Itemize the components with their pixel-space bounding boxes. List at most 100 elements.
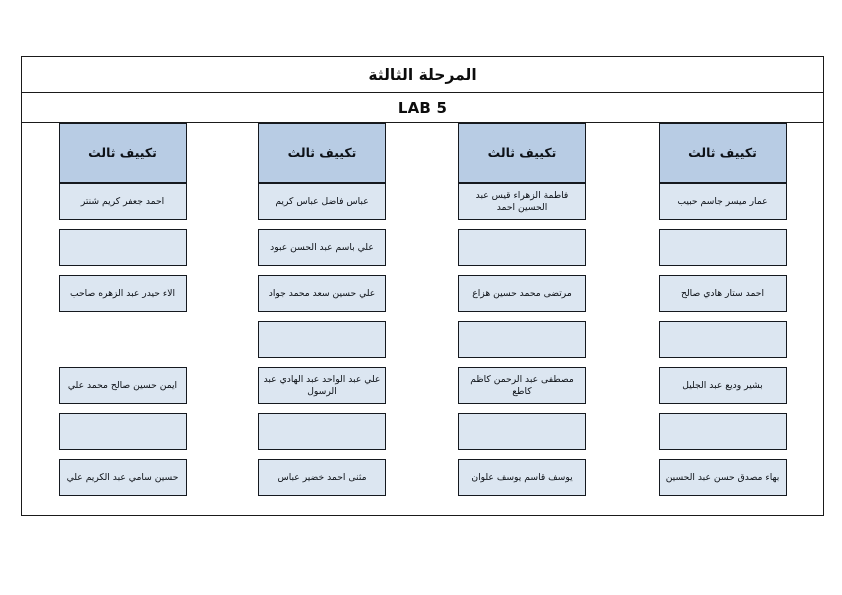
spacer <box>258 312 386 321</box>
cell-slot <box>222 413 422 450</box>
table-row <box>22 321 823 358</box>
spacer-slot <box>222 312 422 321</box>
spacer-slot <box>23 358 222 367</box>
spacer-slot <box>422 450 622 459</box>
spacer <box>659 450 787 459</box>
column-header-3: تكييف ثالث <box>258 123 386 183</box>
spacer <box>258 404 386 413</box>
spacer <box>258 358 386 367</box>
spacer-slot <box>23 266 222 275</box>
student-cell[interactable] <box>658 413 787 450</box>
cell-slot <box>622 229 823 266</box>
column-header-2: تكييف ثالث <box>458 123 586 183</box>
spacer-slot <box>622 312 823 321</box>
student-cell[interactable]: علي باسم عبد الحسن عبود <box>258 229 386 266</box>
spacer <box>458 358 586 367</box>
student-cell[interactable]: احمد ستار هادي صالح <box>658 275 787 312</box>
roster-sheet: المرحلة الثالثة LAB 5 تكييف ثالث تكييف ث… <box>21 56 824 516</box>
spacer <box>59 220 187 229</box>
student-cell[interactable]: ايمن حسين صالح محمد علي <box>58 367 187 404</box>
student-cell[interactable] <box>458 321 586 358</box>
spacer-slot <box>222 266 422 275</box>
cell-slot <box>622 413 823 450</box>
spacer-slot <box>222 450 422 459</box>
student-cell[interactable]: الاء حيدر عبد الزهره صاحب <box>58 275 187 312</box>
student-cell[interactable]: يوسف قاسم يوسف علوان <box>458 459 586 496</box>
table-row: احمد ستار هادي صالح مرتضى محمد حسين هزاع… <box>22 275 823 312</box>
cell-slot <box>422 229 622 266</box>
student-cell[interactable] <box>658 229 787 266</box>
column-slot-3: تكييف ثالث <box>222 123 422 183</box>
row-spacer <box>22 220 823 229</box>
cell-slot: احمد جعفر كريم شنتر <box>23 183 222 220</box>
cell-slot <box>23 321 222 358</box>
cell-slot: علي عبد الواحد عبد الهادي عبد الرسول <box>222 367 422 404</box>
column-slot-1: تكييف ثالث <box>622 123 823 183</box>
student-cell[interactable] <box>58 229 187 266</box>
row-spacer <box>22 450 823 459</box>
spacer <box>258 266 386 275</box>
spacer-slot <box>23 404 222 413</box>
student-cell[interactable]: فاطمة الزهراء قيس عبد الحسين احمد <box>458 183 586 220</box>
table-row: علي باسم عبد الحسن عبود <box>22 229 823 266</box>
spacer <box>458 266 586 275</box>
student-cell[interactable]: بشير وديع عبد الجليل <box>658 367 787 404</box>
cell-slot: حسين سامي عبد الكريم علي <box>23 459 222 496</box>
cell-slot: يوسف قاسم يوسف علوان <box>422 459 622 496</box>
cell-slot: مثنى احمد خضير عباس <box>222 459 422 496</box>
spacer <box>59 450 187 459</box>
student-grid: تكييف ثالث تكييف ثالث تكييف ثالث تكييف ث… <box>22 123 823 515</box>
page-title: المرحلة الثالثة <box>22 57 823 93</box>
table-row <box>22 413 823 450</box>
spacer <box>659 220 787 229</box>
cell-slot: احمد ستار هادي صالح <box>622 275 823 312</box>
spacer <box>458 450 586 459</box>
spacer-slot <box>222 220 422 229</box>
cell-slot <box>622 321 823 358</box>
student-cell[interactable] <box>658 321 787 358</box>
student-cell[interactable] <box>58 413 187 450</box>
table-row: عمار ميسر جاسم حبيب فاطمة الزهراء قيس عب… <box>22 183 823 220</box>
spacer-slot <box>23 220 222 229</box>
cell-slot: بشير وديع عبد الجليل <box>622 367 823 404</box>
row-spacer <box>22 404 823 413</box>
cell-slot: مرتضى محمد حسين هزاع <box>422 275 622 312</box>
spacer-slot <box>622 450 823 459</box>
student-cell[interactable]: علي عبد الواحد عبد الهادي عبد الرسول <box>258 367 386 404</box>
student-cell[interactable]: مرتضى محمد حسين هزاع <box>458 275 586 312</box>
spacer-slot <box>422 220 622 229</box>
student-cell[interactable]: مثنى احمد خضير عباس <box>258 459 386 496</box>
cell-slot: بهاء مصدق حسن عبد الحسين <box>622 459 823 496</box>
student-cell[interactable] <box>258 413 386 450</box>
cell-slot: مصطفى عبد الرحمن كاظم كاطع <box>422 367 622 404</box>
spacer-slot <box>422 358 622 367</box>
spacer-slot <box>622 358 823 367</box>
row-spacer <box>22 266 823 275</box>
student-cell[interactable] <box>458 413 586 450</box>
student-cell[interactable]: عمار ميسر جاسم حبيب <box>658 183 787 220</box>
student-cell[interactable]: احمد جعفر كريم شنتر <box>58 183 187 220</box>
cell-slot <box>422 321 622 358</box>
cell-slot: عباس فاضل عباس كريم <box>222 183 422 220</box>
student-cell[interactable]: عباس فاضل عباس كريم <box>258 183 386 220</box>
cell-slot: فاطمة الزهراء قيس عبد الحسين احمد <box>422 183 622 220</box>
cell-slot: علي باسم عبد الحسن عبود <box>222 229 422 266</box>
spacer <box>59 404 187 413</box>
student-cell[interactable]: مصطفى عبد الرحمن كاظم كاطع <box>458 367 586 404</box>
spacer <box>458 404 586 413</box>
spacer-slot <box>622 220 823 229</box>
student-cell[interactable]: علي حسين سعد محمد جواد <box>258 275 386 312</box>
spacer <box>59 312 187 321</box>
spacer <box>659 266 787 275</box>
spacer-slot <box>422 312 622 321</box>
spacer <box>458 312 586 321</box>
student-cell[interactable] <box>458 229 586 266</box>
table-row: بهاء مصدق حسن عبد الحسين يوسف قاسم يوسف … <box>22 459 823 496</box>
student-cell[interactable] <box>258 321 386 358</box>
student-cell[interactable]: بهاء مصدق حسن عبد الحسين <box>658 459 787 496</box>
spacer-slot <box>222 404 422 413</box>
spacer <box>258 450 386 459</box>
spacer-slot <box>23 450 222 459</box>
spacer <box>458 220 586 229</box>
student-cell[interactable]: حسين سامي عبد الكريم علي <box>58 459 187 496</box>
